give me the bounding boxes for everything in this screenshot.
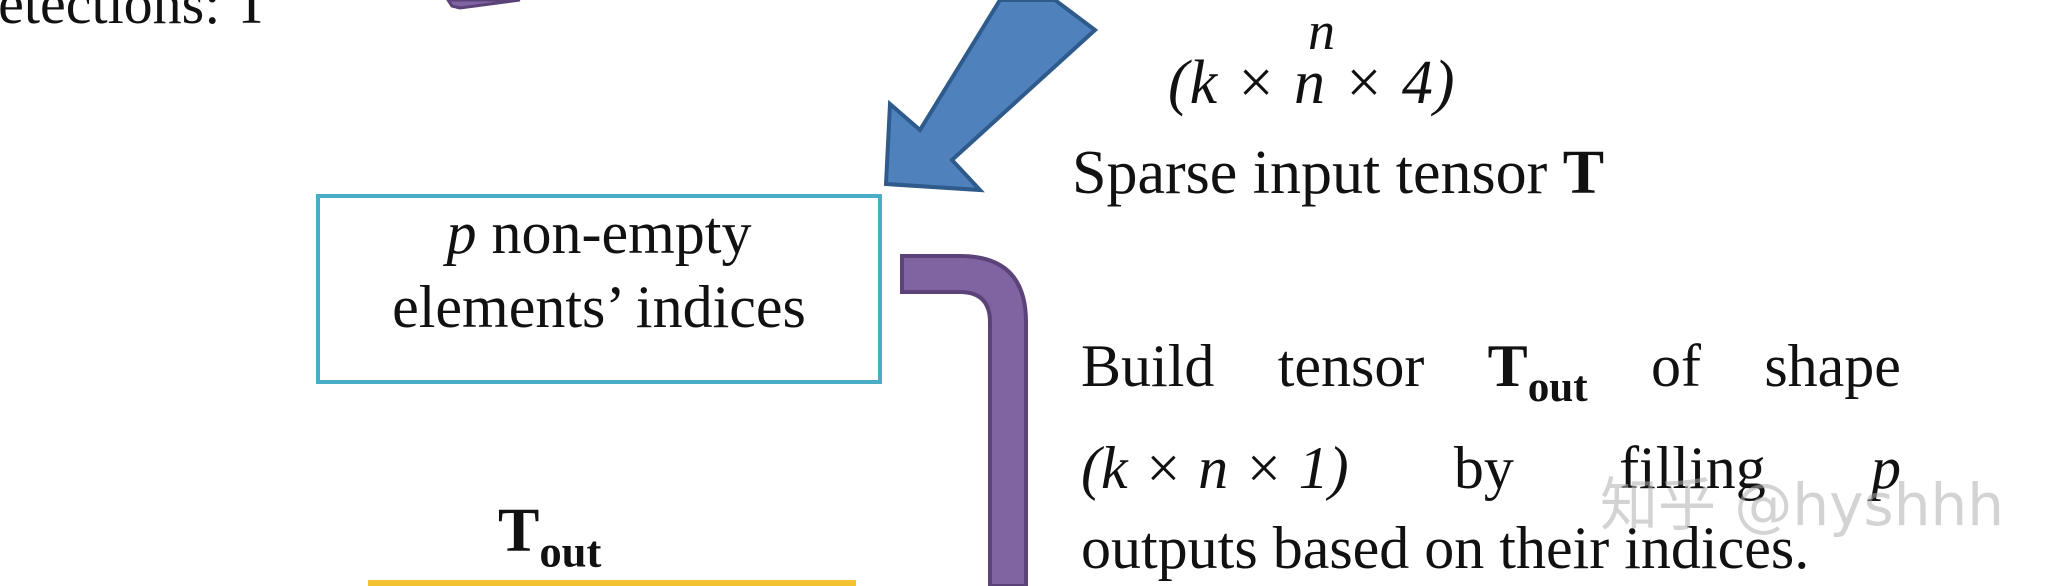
- purple-arrow-tail-top: [446, 0, 521, 10]
- tout-yellow-bar: [368, 580, 856, 586]
- build-line-3: outputs based on their indices.: [1081, 515, 1810, 582]
- input-shape-label: (k × n × 4): [1168, 49, 1456, 117]
- purple-connector: [900, 254, 1028, 586]
- build-tensor-paragraph: Build tensor Tout of shape (k × n × 1) b…: [1081, 326, 1901, 586]
- box-line-2: elements’ indices: [392, 274, 806, 340]
- build-line-2: (k × n × 1) by filling p: [1081, 435, 1901, 502]
- box-line-1: p non-empty: [446, 200, 752, 266]
- sparse-input-tensor-label: Sparse input tensor T: [1072, 139, 1605, 207]
- build-line-1: Build tensor Tout of shape: [1081, 333, 1901, 412]
- tout-label: Tout: [498, 497, 602, 577]
- clipped-detections-text: letections: T: [0, 0, 270, 36]
- n-label: n: [1308, 1, 1335, 61]
- blue-arrow: [883, 0, 1099, 193]
- zhihu-watermark: 知乎 @hyshhh: [1600, 471, 2005, 539]
- indices-box: [316, 194, 882, 384]
- indices-box-text: p non-empty elements’ indices: [318, 196, 880, 382]
